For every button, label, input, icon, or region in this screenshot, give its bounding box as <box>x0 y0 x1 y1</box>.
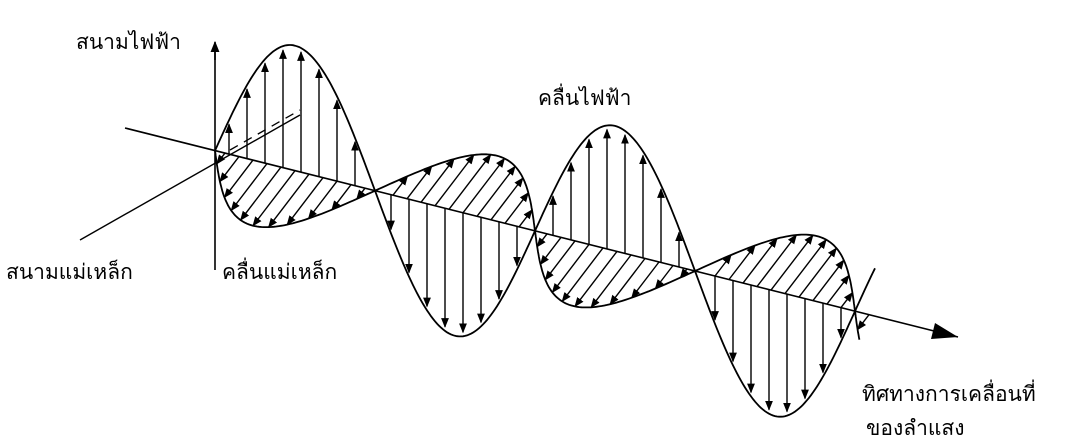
magnetic-field-arrow <box>536 233 548 248</box>
direction-label-line2: ของลำแสง <box>866 416 965 440</box>
electric-field-label: สนามไฟฟ้า <box>76 30 181 54</box>
magnetic-field-arrow <box>406 165 433 200</box>
magnetic-field-arrow <box>590 254 632 309</box>
magnetic-field-arrow <box>356 187 366 200</box>
magnetic-field-arrow <box>420 158 455 203</box>
magnetic-field-arrow <box>448 153 492 210</box>
magnetic-field-arrow <box>544 240 576 281</box>
magnetic-field-arrow <box>714 254 732 277</box>
magnetic-field-arrow <box>654 265 674 290</box>
magnetic-field-arrow <box>286 177 324 226</box>
magnetic-field-arrow <box>798 247 837 298</box>
magnetic-field-arrow <box>826 274 850 305</box>
propagation-arrowhead <box>931 323 958 339</box>
electric-field-arrows <box>225 49 845 413</box>
magnetic-field-arrow <box>609 258 646 305</box>
magnetic-axis <box>79 114 301 241</box>
magnetic-field-arrow <box>561 247 604 303</box>
magnetic-field-arrow <box>392 175 409 196</box>
electric-wave-label: คลื่นไฟฟ้า <box>538 86 632 110</box>
magnetic-field-arrow <box>812 259 845 302</box>
magnetic-field-arrow <box>504 192 529 224</box>
magnetic-field-arrow <box>631 261 660 299</box>
magnetic-field-arrow <box>784 238 827 295</box>
magnetic-field-arrow <box>230 163 268 212</box>
magnetic-field-arrow <box>476 165 516 217</box>
magnetic-field-arrow <box>307 180 338 220</box>
magnetic-field-arrow <box>240 166 282 221</box>
magnetic-field-arrow <box>268 173 310 228</box>
direction-label-line1: ทิศทางการเคลื่อนที่ <box>862 382 1036 406</box>
magnetic-field-arrow <box>518 209 533 228</box>
magnetic-field-arrow <box>551 243 590 294</box>
magnetic-field-arrow <box>462 157 506 214</box>
electric-wave-curve <box>214 44 876 418</box>
magnetic-field-arrow <box>331 184 352 211</box>
magnetic-field-arrow <box>434 154 475 207</box>
magnetic-field-arrow <box>223 159 254 199</box>
magnetic-wave-label: คลื่นแม่เหล็ก <box>222 260 338 284</box>
magnetic-field-arrow <box>252 170 296 227</box>
magnetic-field-arrow <box>728 244 756 280</box>
magnetic-field-arrow <box>219 156 240 183</box>
magnetic-field-arrow <box>770 234 814 291</box>
magnetic-field-arrow <box>490 177 524 221</box>
magnetic-field-arrow <box>840 291 853 309</box>
magnetic-field-arrow <box>742 237 778 284</box>
magnetic-field-arrow <box>857 314 870 331</box>
magnetic-wave-curve <box>214 150 861 340</box>
magnetic-field-arrow <box>574 250 618 308</box>
magnetic-field-arrow <box>216 152 226 165</box>
propagation-axis <box>124 127 959 338</box>
magnetic-field-arrow <box>539 236 562 266</box>
magnetic-field-label: สนามแม่เหล็ก <box>6 260 133 284</box>
magnetic-field-arrow <box>756 234 797 288</box>
magnetic-hatch-arrows <box>216 152 870 331</box>
